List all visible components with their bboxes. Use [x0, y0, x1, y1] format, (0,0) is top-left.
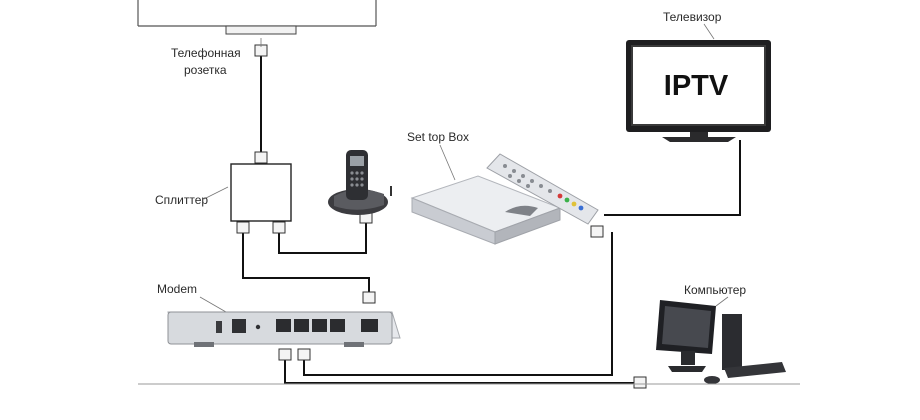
label-splitter: Сплиттер: [155, 193, 209, 207]
wall-outline: [137, 0, 377, 35]
leader-lines: [199, 23, 729, 313]
remote-control: [486, 153, 599, 225]
label-modem: Modem: [157, 282, 198, 296]
set-top-box: [410, 175, 562, 245]
tv-set: [626, 40, 771, 142]
label-phone-socket-line2: розетка: [184, 63, 227, 77]
cables: [242, 54, 741, 384]
label-set-top-box: Set top Box: [407, 130, 470, 144]
computer: [656, 300, 786, 384]
connectors: [236, 44, 647, 389]
label-phone-socket-line1: Телефонная: [171, 46, 241, 60]
label-tv: Телевизор: [663, 10, 722, 24]
tv-screen-text: IPTV: [663, 69, 729, 102]
modem: [167, 311, 401, 347]
splitter-box: [230, 163, 292, 222]
label-computer: Компьютер: [684, 283, 747, 297]
cordless-phone: [328, 150, 392, 215]
